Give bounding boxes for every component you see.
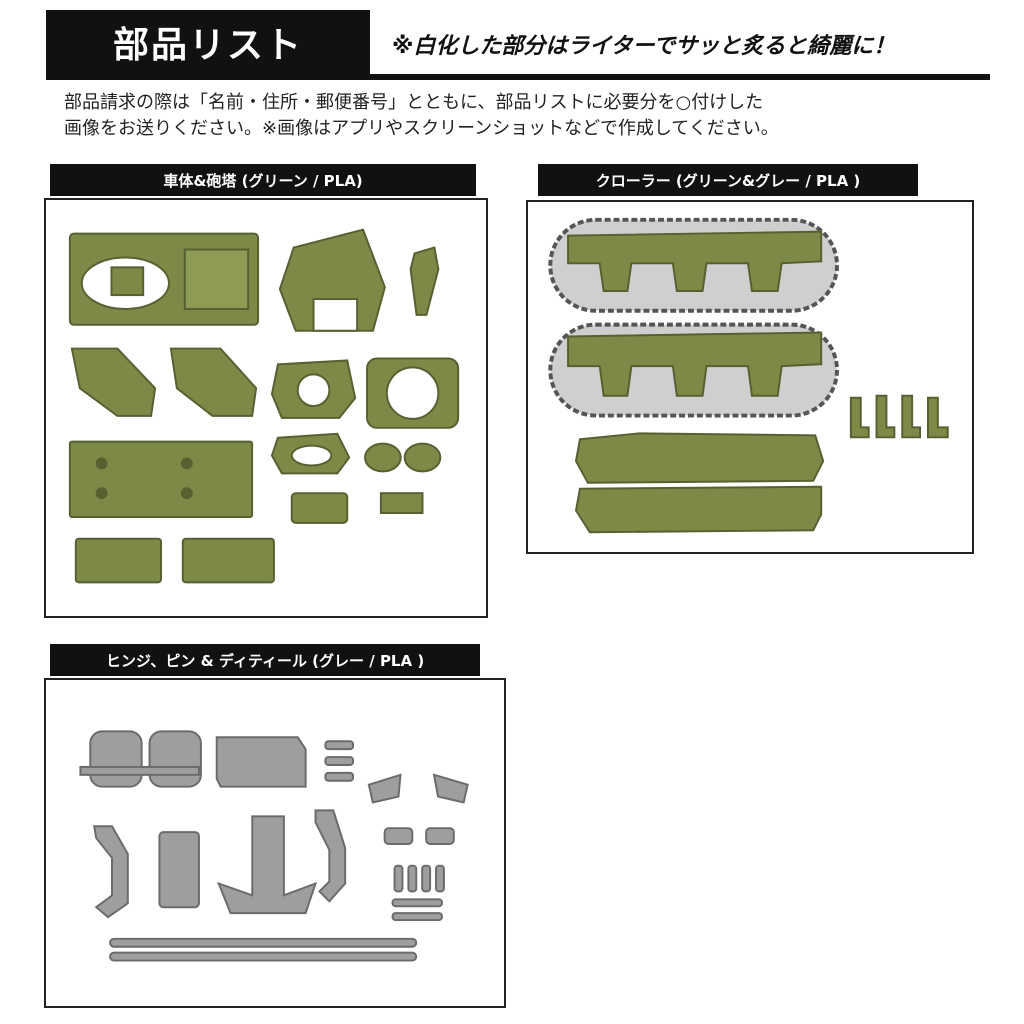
section-label-body-turret: 車体&砲塔 (グリーン / PLA) [163, 171, 363, 190]
suspension-arm-2 [567, 331, 823, 397]
section-tab-body-turret: 車体&砲塔 (グリーン / PLA) [50, 164, 476, 196]
pin-part-2 [875, 394, 896, 439]
pin-part-3 [901, 394, 922, 439]
axle-part [79, 765, 200, 776]
wheel-left [364, 442, 402, 473]
turret-part [278, 228, 386, 332]
tip-text: ※白化した部分はライターでサッと炙ると綺麗に！ [392, 34, 896, 59]
roller-part-1 [74, 537, 162, 584]
pin-part-1 [849, 396, 870, 439]
short-rod-2 [391, 912, 443, 922]
hinge-part-2 [148, 730, 202, 788]
wheel-right [403, 442, 442, 473]
side-skirt-1 [574, 432, 825, 484]
section-label-hinges: ヒンジ、ピン & ディティール (グレー / PLA ) [105, 651, 425, 670]
small-pin-3 [324, 771, 355, 782]
short-rod-1 [391, 898, 443, 908]
small-pin-1 [324, 740, 355, 751]
side-skirt-2 [574, 485, 823, 534]
small-pin-2 [324, 756, 355, 766]
title-bar: 部品リスト [46, 10, 370, 74]
gun-part [409, 246, 440, 316]
hatch-cover [290, 492, 349, 524]
bent-arm-2 [314, 809, 347, 903]
mount-plate [216, 815, 318, 915]
cover-plate [215, 736, 307, 788]
bracket-left-1 [70, 347, 157, 417]
bolt-pin-3 [421, 864, 432, 893]
hull-plate [183, 248, 250, 310]
bracket-left-2 [169, 347, 258, 417]
bent-arm-1 [93, 825, 129, 919]
green-parts-illustration [68, 228, 460, 584]
section-label-crawler: クローラー (グリーン&グレー / PLA ) [595, 171, 861, 190]
parts-box-crawler [526, 200, 974, 554]
title-divider [46, 74, 990, 80]
hull-bracket [110, 266, 145, 297]
bolt-pin-1 [393, 864, 404, 893]
page-title: 部品リスト [112, 25, 303, 66]
spring-stack [158, 831, 200, 909]
suspension-arm-1 [567, 230, 823, 292]
small-clip-2 [425, 827, 455, 845]
small-clip-1 [383, 827, 414, 845]
clip-part-2 [432, 773, 469, 804]
pin-part-4 [926, 396, 949, 439]
section-tab-hinges: ヒンジ、ピン & ディティール (グレー / PLA ) [50, 644, 480, 676]
turret-opening [312, 298, 359, 332]
intro-line-2: 画像をお送りください。※画像はアプリやスクリーンショットなどで作成してください。 [64, 118, 779, 139]
clip-part-1 [367, 773, 402, 804]
bolt-pin-2 [407, 864, 418, 893]
intro-line-1: 部品請求の際は「名前・住所・郵便番号」とともに、部品リストに必要分を○付けした [64, 92, 764, 113]
intro-text: 部品請求の際は「名前・住所・郵便番号」とともに、部品リストに必要分を○付けした … [64, 90, 779, 142]
small-bracket [379, 492, 424, 514]
roller-part-2 [181, 537, 275, 584]
long-rod-2 [109, 951, 418, 962]
hinge-part-1 [89, 730, 143, 788]
gray-parts-illustration [79, 730, 469, 962]
crawler-parts-illustration [548, 217, 949, 534]
parts-box-hinges [44, 678, 506, 1008]
parts-box-body-turret [44, 198, 488, 618]
section-tab-crawler: クローラー (グリーン&グレー / PLA ) [538, 164, 918, 196]
bolt-pin-4 [435, 864, 445, 893]
deck-plate [68, 440, 254, 518]
long-rod-1 [109, 937, 418, 948]
